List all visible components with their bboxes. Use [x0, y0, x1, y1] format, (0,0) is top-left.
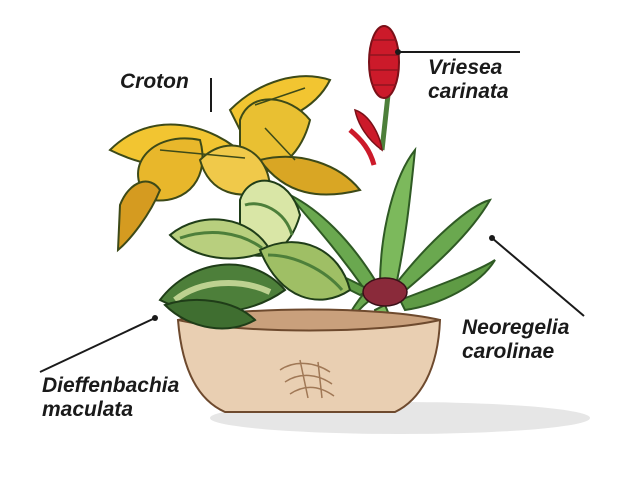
- vriesea-genus: Vriesea: [428, 56, 503, 79]
- neoregelia-callout-line: [491, 237, 585, 317]
- dieffenbachia-callout-dot: [152, 315, 158, 321]
- croton-name: Croton: [120, 70, 189, 93]
- label-croton: Croton: [120, 70, 189, 94]
- croton-plant: [108, 75, 362, 253]
- dieffenbachia-species: maculata: [42, 398, 134, 421]
- label-vriesea-carinata: Vriesea carinata: [428, 56, 509, 104]
- label-neoregelia-carolinae: Neoregelia carolinae: [462, 316, 569, 364]
- label-dieffenbachia-maculata: Dieffenbachia maculata: [42, 374, 179, 422]
- dieffenbachia-callout-line: [39, 317, 156, 373]
- vriesea-species: carinata: [428, 80, 509, 103]
- dieffenbachia-plant: [158, 179, 352, 330]
- dieffenbachia-genus: Dieffenbachia: [42, 374, 180, 397]
- neoregelia-genus: Neoregelia: [462, 316, 570, 339]
- neoregelia-species: carolinae: [462, 340, 555, 363]
- vriesea-callout-dot: [395, 49, 401, 55]
- vriesea-plant: [348, 25, 400, 166]
- neoregelia-callout-dot: [489, 235, 495, 241]
